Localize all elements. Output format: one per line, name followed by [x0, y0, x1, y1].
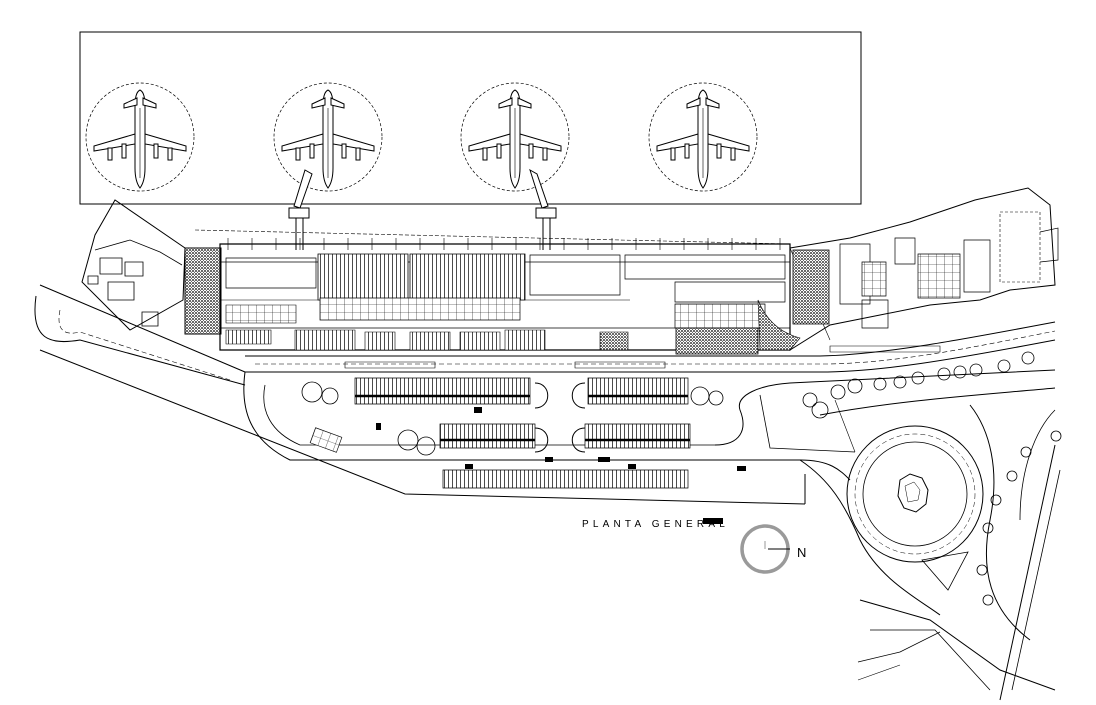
airplane-icon [656, 89, 750, 189]
car-icon [598, 457, 610, 462]
airplane-icon [93, 89, 187, 189]
car-icon [465, 464, 473, 469]
roundabout [847, 426, 983, 590]
jet-bridge-2 [530, 170, 556, 250]
airplane-icon [468, 89, 562, 189]
drawing-title: PLANTA GENERAL [582, 519, 729, 530]
car-icon [376, 423, 381, 430]
airplane-icon [281, 89, 375, 189]
apron-outline [80, 32, 861, 204]
aircraft-stand-2 [274, 83, 382, 191]
car-icon [737, 466, 746, 471]
tree-icon [302, 382, 338, 404]
aircraft-stand-3 [461, 83, 569, 191]
terminal-building [82, 188, 1058, 354]
tree-icon [398, 430, 435, 455]
aircraft-stand-4 [649, 83, 757, 191]
landscaping-trees [302, 352, 1061, 605]
car-icon [628, 464, 636, 469]
north-label: N [797, 545, 807, 560]
north-arrow-icon [742, 526, 790, 572]
tree-icon [691, 387, 723, 405]
car-icon [474, 407, 482, 413]
aircraft-stand-1 [86, 83, 194, 191]
vehicles [376, 407, 746, 471]
parking-lot [310, 346, 940, 524]
car-icon [545, 457, 553, 462]
road-network [35, 285, 1060, 700]
jet-bridge-1 [289, 170, 312, 250]
